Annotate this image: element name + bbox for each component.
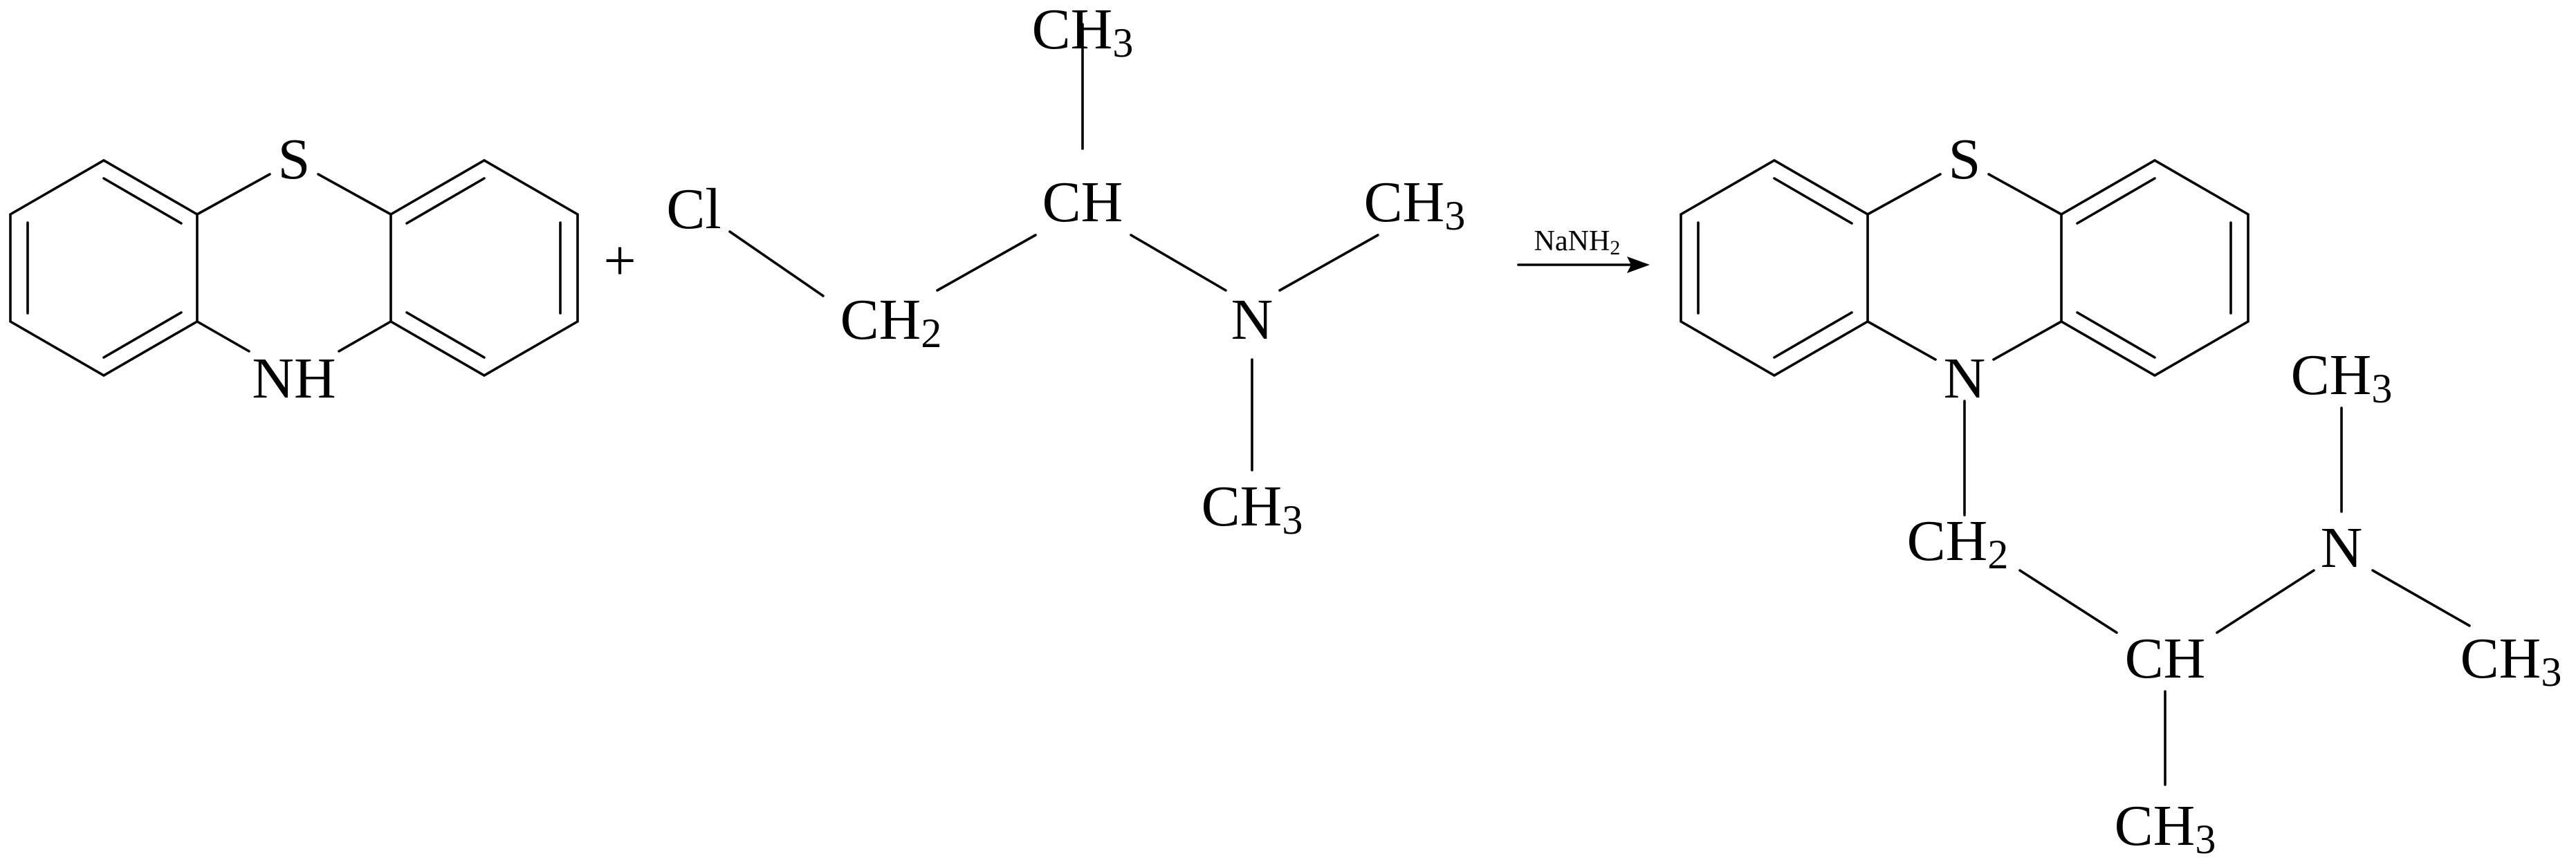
- phenothiazine-bonds: [9, 158, 579, 377]
- ch-group-label: CH: [1042, 170, 1123, 234]
- ring-nitrogen-label: N: [1944, 346, 1986, 411]
- ch3-top-label: CH3: [1032, 0, 1134, 66]
- reagent-label: NaNH2: [1534, 225, 1621, 259]
- ch3-right-label: CH3: [1364, 170, 1466, 239]
- ch2-group-label: CH2: [840, 288, 942, 356]
- plus-sign: +: [603, 229, 636, 293]
- sulfur-atom-label: S: [1949, 127, 1981, 192]
- ch3-bottom-label: CH3: [1202, 474, 1303, 543]
- ch3-top-label: CH3: [2291, 343, 2393, 411]
- chlorine-atom-label: Cl: [666, 177, 721, 241]
- ch-group-label: CH: [2125, 626, 2206, 691]
- ch2-group-label: CH2: [1907, 509, 2009, 577]
- ch3-bottom-label: CH3: [2115, 794, 2216, 862]
- nh-group-label: NH: [252, 346, 335, 411]
- chloroalkylamine-bonds: [728, 23, 1379, 472]
- chloroalkylamine-reactant: Cl CH2 CH CH3 N CH3 CH3: [666, 0, 1465, 543]
- promethazine-product: S N CH2 CH CH3 N CH3 CH3: [1680, 127, 2562, 862]
- phenothiazine-reactant: S NH: [9, 127, 579, 411]
- nitrogen-atom-label: N: [1231, 288, 1273, 352]
- promethazine-bonds: [1680, 158, 2471, 786]
- ch3-right-label: CH3: [2460, 626, 2562, 695]
- nitrogen-atom-label: N: [2321, 516, 2363, 580]
- reaction-arrow: NaNH2: [1517, 225, 1650, 273]
- sulfur-atom-label: S: [278, 127, 311, 192]
